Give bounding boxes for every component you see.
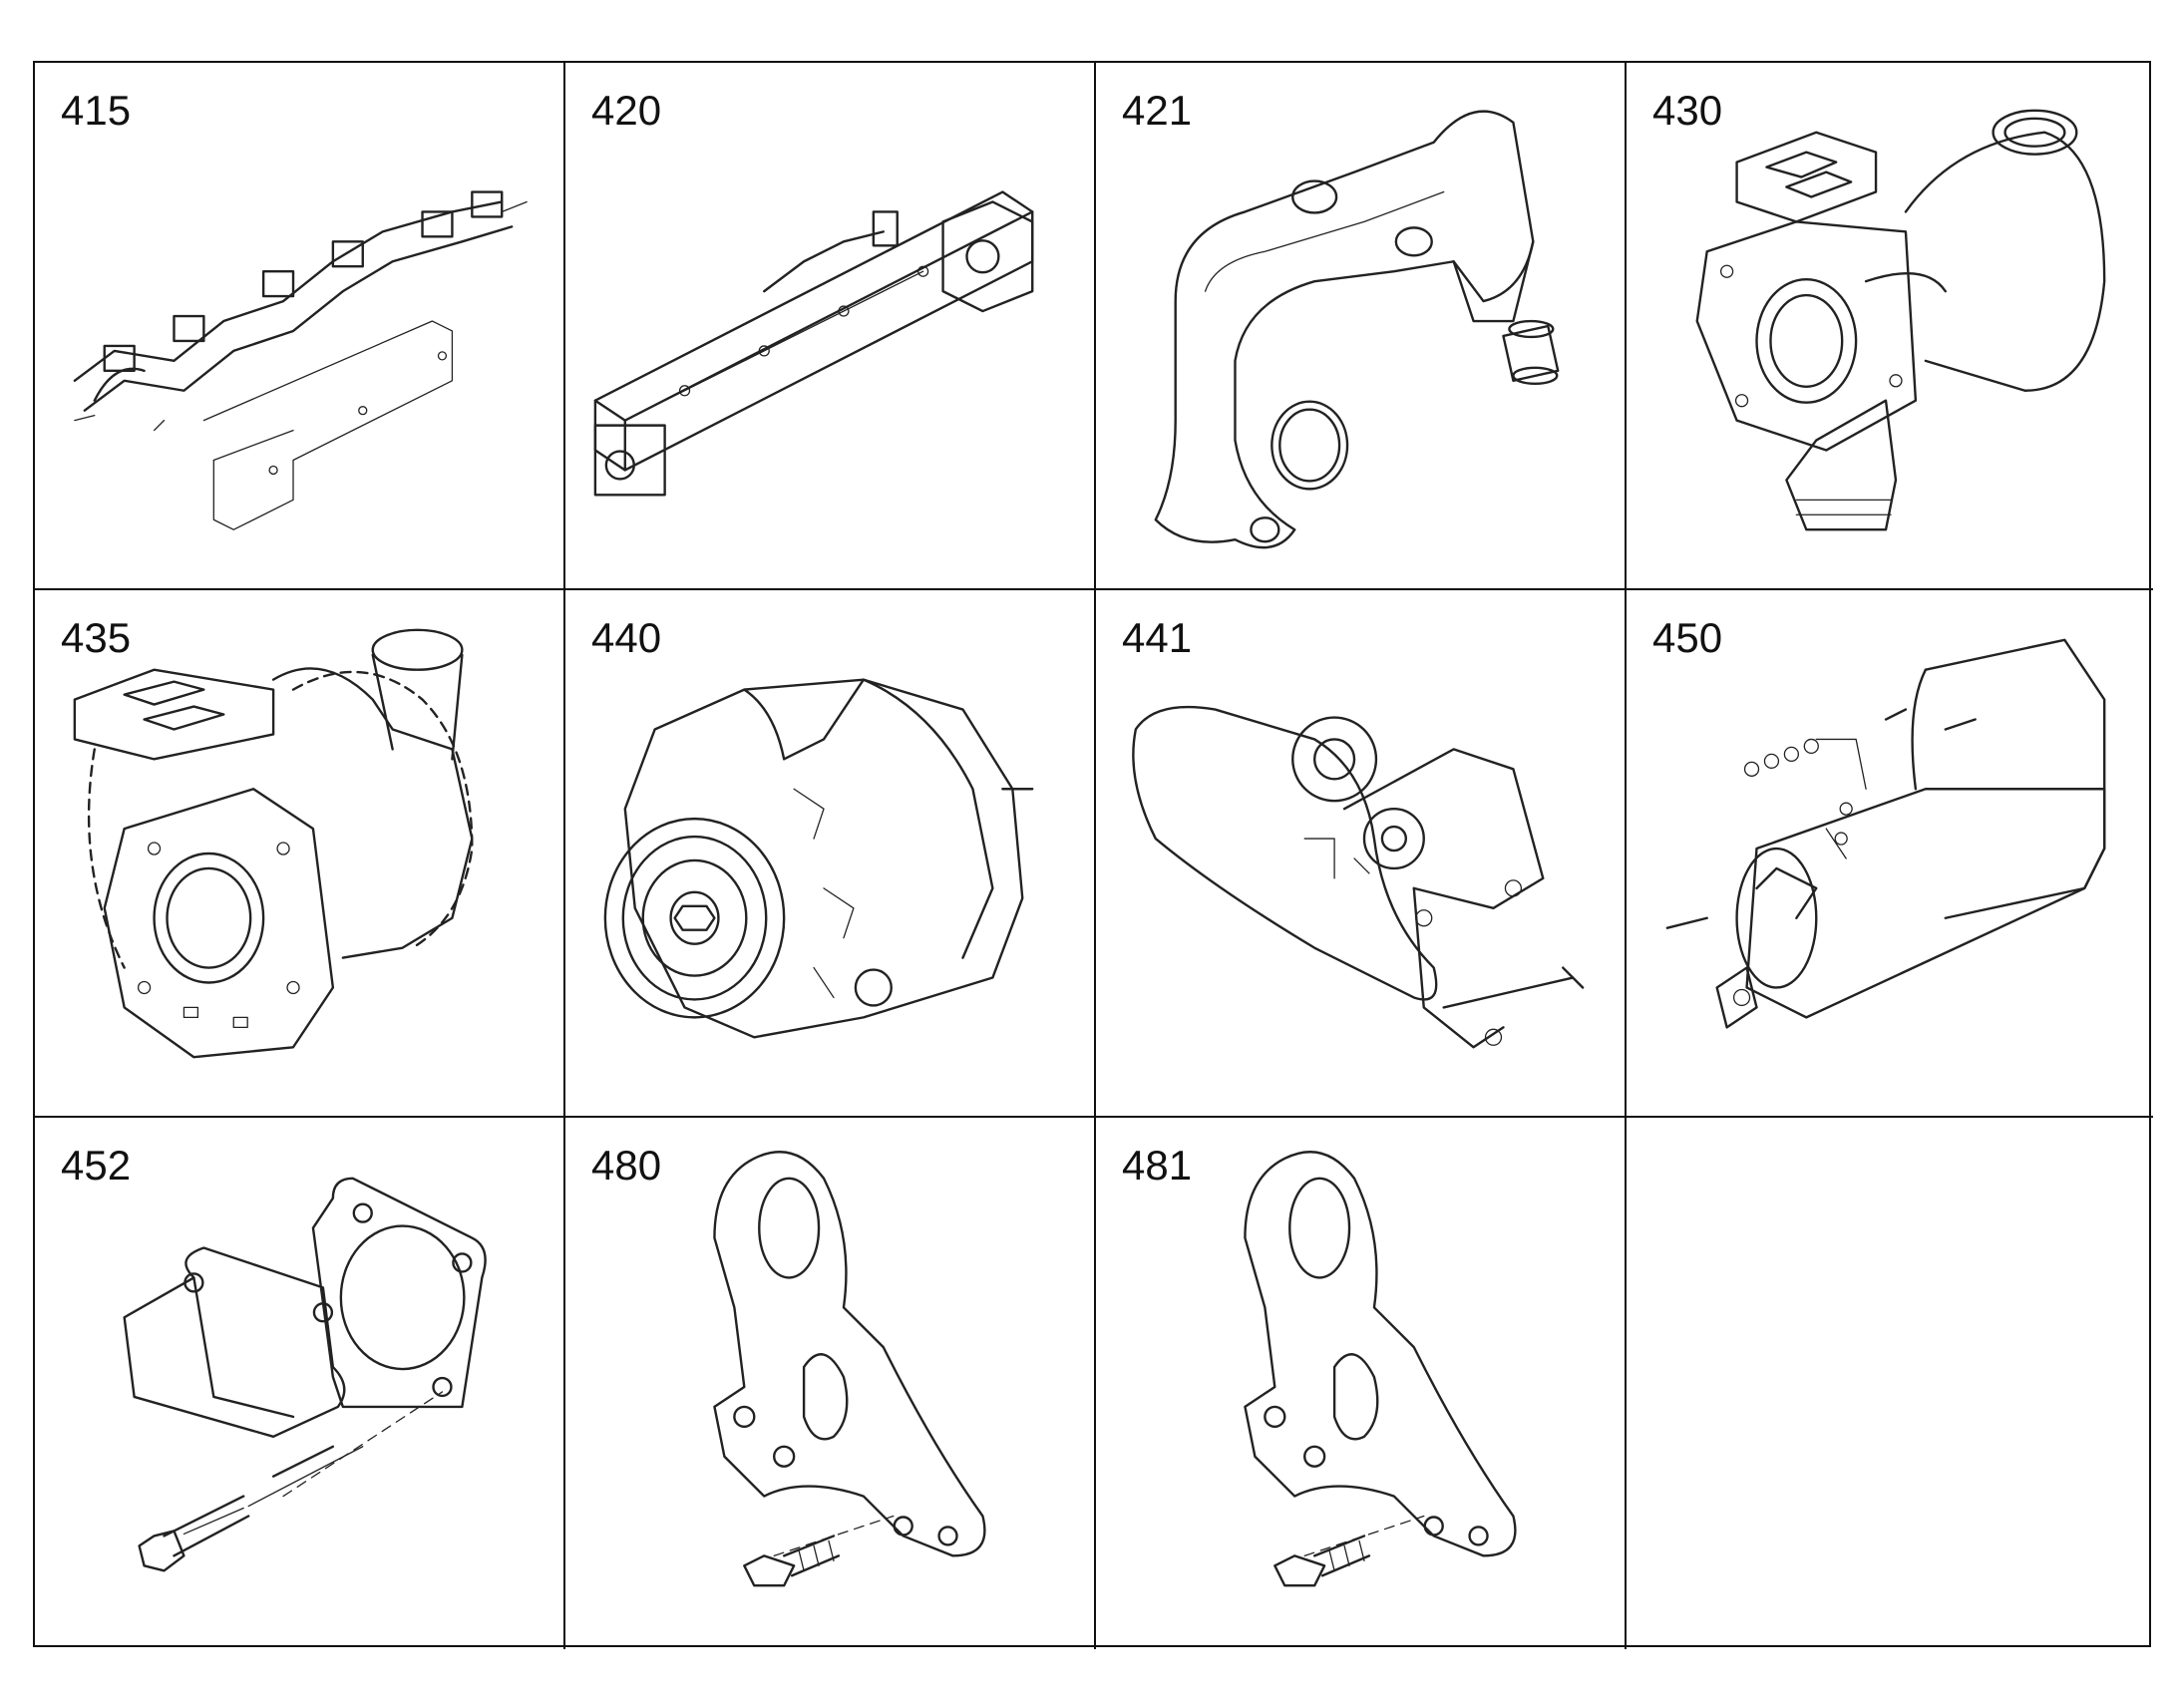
starter-motor-icon bbox=[1665, 638, 2106, 1029]
part-number: 450 bbox=[1652, 614, 1723, 661]
part-cell-452[interactable]: 452 bbox=[35, 1118, 565, 1649]
part-cell-441[interactable]: 441 bbox=[1096, 590, 1627, 1118]
turbocharger-icon bbox=[1695, 109, 2106, 531]
empty-cell bbox=[1627, 1118, 2153, 1649]
part-cell-435[interactable]: 435 bbox=[35, 590, 565, 1118]
part-number: 430 bbox=[1652, 87, 1723, 134]
part-cell-421[interactable]: 421 bbox=[1096, 63, 1627, 590]
belt-tensioner-icon bbox=[1132, 705, 1585, 1049]
parts-grid: 415 420 bbox=[33, 61, 2153, 1649]
part-number: 421 bbox=[1122, 87, 1193, 134]
part-number: 481 bbox=[1122, 1142, 1193, 1189]
part-cell-481[interactable]: 481 bbox=[1096, 1118, 1627, 1649]
cover-plate-gasket-icon bbox=[123, 1177, 487, 1572]
lifting-eye-bracket-icon bbox=[1244, 1151, 1517, 1587]
part-number: 452 bbox=[61, 1142, 132, 1189]
part-number: 441 bbox=[1122, 614, 1193, 661]
part-number: 440 bbox=[591, 614, 662, 661]
part-cell-430[interactable]: 430 bbox=[1627, 63, 2153, 590]
part-number: 415 bbox=[61, 87, 132, 134]
part-cell-480[interactable]: 480 bbox=[565, 1118, 1096, 1649]
part-number: 420 bbox=[591, 87, 662, 134]
part-cell-415[interactable]: 415 bbox=[35, 63, 565, 590]
turbocharger-housing-icon bbox=[73, 628, 474, 1059]
alternator-icon bbox=[603, 678, 1034, 1039]
egr-cooler-icon bbox=[593, 190, 1034, 497]
part-number: 480 bbox=[591, 1142, 662, 1189]
part-cell-450[interactable]: 450 bbox=[1627, 590, 2153, 1118]
part-number: 435 bbox=[61, 614, 132, 661]
part-cell-420[interactable]: 420 bbox=[565, 63, 1096, 590]
lifting-eye-bracket-icon bbox=[713, 1151, 986, 1587]
exhaust-manifold-icon bbox=[73, 190, 528, 530]
intake-pipe-icon bbox=[1154, 110, 1560, 549]
part-cell-440[interactable]: 440 bbox=[565, 590, 1096, 1118]
